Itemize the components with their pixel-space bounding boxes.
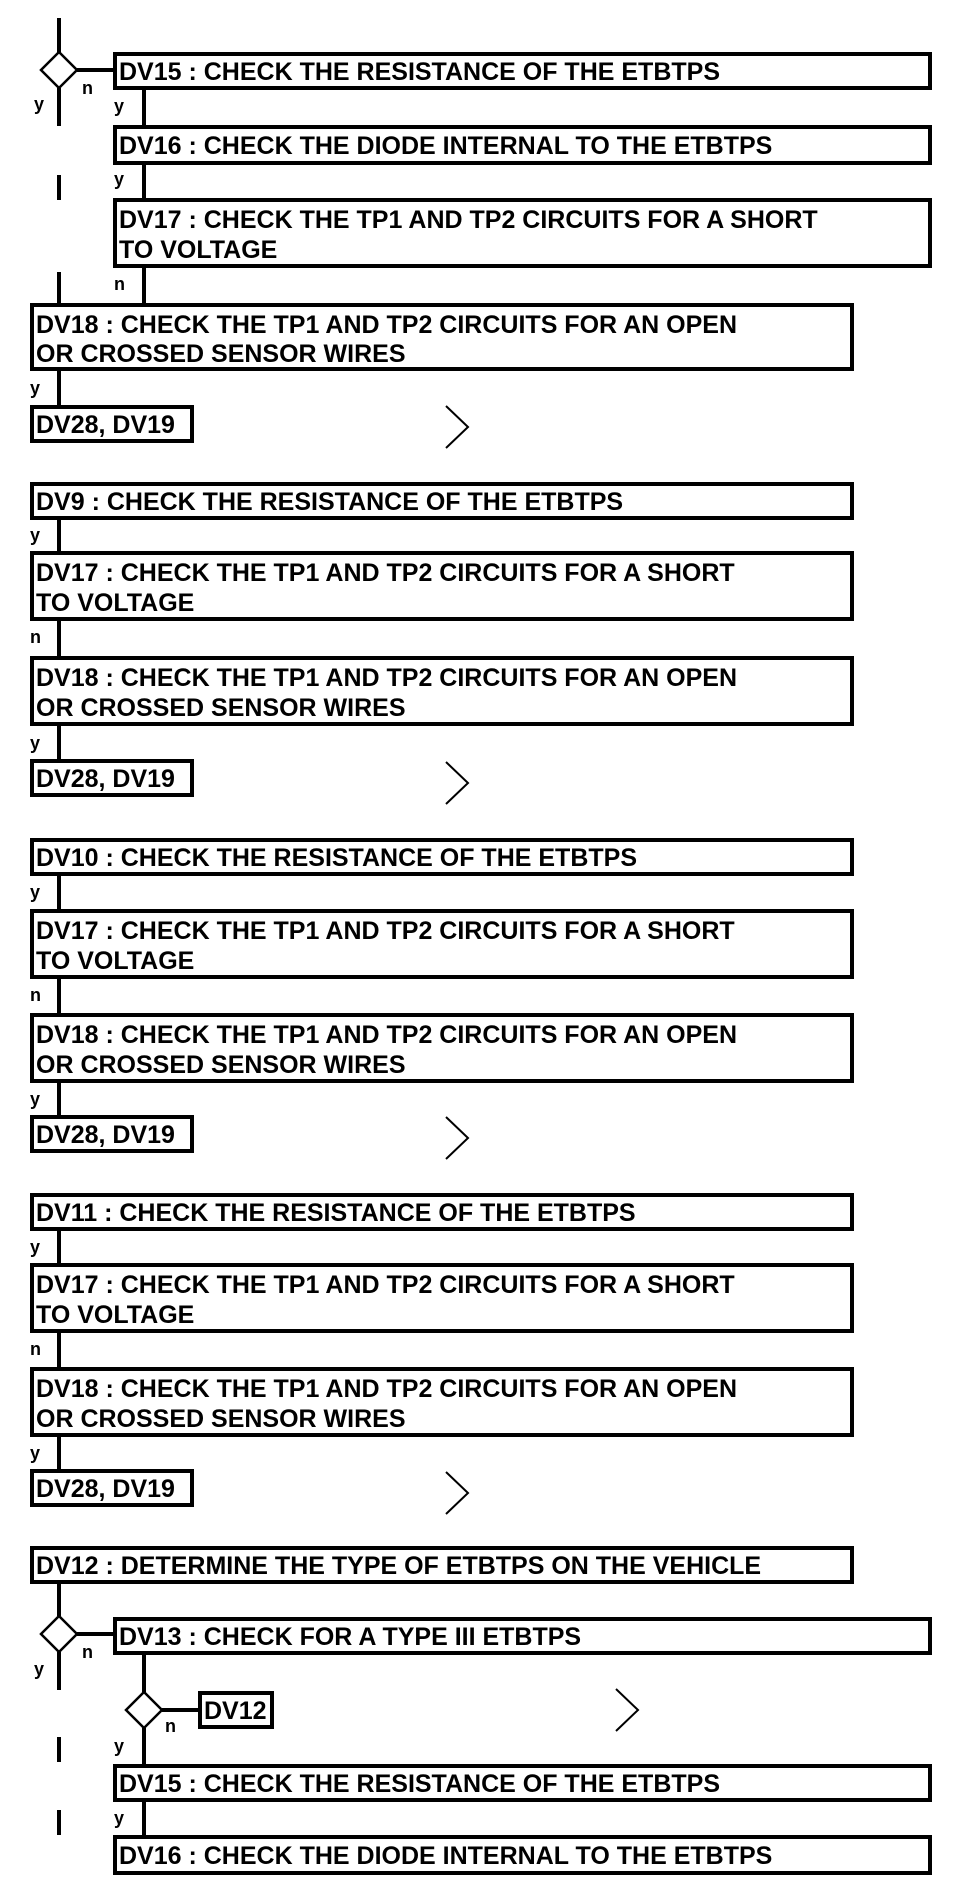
chevron-right-icon xyxy=(445,405,470,449)
step-dv17-text-line2: TO VOLTAGE xyxy=(119,236,277,264)
step-dv17-text-line1: DV17 : CHECK THE TP1 AND TP2 CIRCUITS FO… xyxy=(36,559,735,587)
step-dv18-text-line1: DV18 : CHECK THE TP1 AND TP2 CIRCUITS FO… xyxy=(36,1021,737,1049)
no-label: n xyxy=(30,627,41,647)
yes-label: y xyxy=(30,1089,40,1109)
next-steps-box xyxy=(30,405,194,443)
next-steps-box xyxy=(30,759,194,797)
diamond-icon xyxy=(124,1690,164,1730)
step-dv18-text-line1: DV18 : CHECK THE TP1 AND TP2 CIRCUITS FO… xyxy=(36,664,737,692)
yes-label: y xyxy=(30,378,40,398)
diamond-icon xyxy=(39,1614,79,1654)
step-dv18-text-line2: OR CROSSED SENSOR WIRES xyxy=(36,1405,406,1433)
step-dv10-text: DV10 : CHECK THE RESISTANCE OF THE ETBTP… xyxy=(36,844,637,872)
next-steps-box xyxy=(30,1469,194,1507)
chevron-right-icon xyxy=(445,1471,470,1515)
yes-label: y xyxy=(30,1237,40,1257)
no-label: n xyxy=(165,1716,176,1736)
no-label: n xyxy=(82,1642,93,1662)
no-label: n xyxy=(30,985,41,1005)
yes-label: y xyxy=(114,1736,124,1756)
yes-label: y xyxy=(114,96,124,116)
step-dv17-text-line2: TO VOLTAGE xyxy=(36,589,194,617)
step-box-dv18 xyxy=(30,656,854,726)
step-box-dv17 xyxy=(113,198,932,268)
next-steps-box xyxy=(30,1115,194,1153)
diamond-icon xyxy=(39,50,79,90)
next-steps-text: DV28, DV19 xyxy=(36,1121,175,1149)
step-dv17-text-line2: TO VOLTAGE xyxy=(36,1301,194,1329)
step-dv12-text: DV12 : DETERMINE THE TYPE OF ETBTPS ON T… xyxy=(36,1552,761,1580)
step-dv17-text-line1: DV17 : CHECK THE TP1 AND TP2 CIRCUITS FO… xyxy=(119,206,818,234)
yes-label: y xyxy=(30,1443,40,1463)
step-dv18-text-line2: OR CROSSED SENSOR WIRES xyxy=(36,340,406,368)
step-box-dv16 xyxy=(113,1835,932,1875)
step-box-dv10 xyxy=(30,838,854,876)
next-steps-text: DV28, DV19 xyxy=(36,1475,175,1503)
step-box-dv15 xyxy=(113,1764,932,1802)
step-box-dv18 xyxy=(30,1367,854,1437)
next-steps-text: DV28, DV19 xyxy=(36,765,175,793)
step-box-dv18 xyxy=(30,303,854,371)
step-dv17-text-line1: DV17 : CHECK THE TP1 AND TP2 CIRCUITS FO… xyxy=(36,1271,735,1299)
ref-dv12-text: DV12 xyxy=(204,1697,267,1725)
no-label: n xyxy=(82,78,93,98)
yes-label: y xyxy=(34,94,44,114)
step-box-dv13 xyxy=(113,1617,932,1655)
step-dv15-text: DV15 : CHECK THE RESISTANCE OF THE ETBTP… xyxy=(119,1770,720,1798)
yes-label: y xyxy=(30,882,40,902)
chevron-right-icon xyxy=(445,761,470,805)
chevron-right-icon xyxy=(445,1116,470,1160)
yes-label: y xyxy=(30,525,40,545)
step-dv17-text-line1: DV17 : CHECK THE TP1 AND TP2 CIRCUITS FO… xyxy=(36,917,735,945)
step-box-dv17 xyxy=(30,1263,854,1333)
step-dv17-text-line2: TO VOLTAGE xyxy=(36,947,194,975)
step-box-dv18 xyxy=(30,1013,854,1083)
step-box-dv11 xyxy=(30,1193,854,1231)
step-box-dv17 xyxy=(30,909,854,979)
yes-label: y xyxy=(114,1808,124,1828)
step-dv11-text: DV11 : CHECK THE RESISTANCE OF THE ETBTP… xyxy=(36,1199,636,1227)
chevron-right-icon xyxy=(615,1688,640,1732)
step-dv18-text-line1: DV18 : CHECK THE TP1 AND TP2 CIRCUITS FO… xyxy=(36,311,737,339)
step-box-dv12 xyxy=(30,1546,854,1584)
step-dv15-text: DV15 : CHECK THE RESISTANCE OF THE ETBTP… xyxy=(119,58,720,86)
step-dv16-text: DV16 : CHECK THE DIODE INTERNAL TO THE E… xyxy=(119,132,772,160)
next-steps-text: DV28, DV19 xyxy=(36,411,175,439)
step-box-dv17 xyxy=(30,551,854,621)
step-dv13-text: DV13 : CHECK FOR A TYPE III ETBTPS xyxy=(119,1623,581,1651)
step-box-dv9 xyxy=(30,482,854,520)
ref-box-dv12 xyxy=(198,1691,274,1729)
step-dv18-text-line2: OR CROSSED SENSOR WIRES xyxy=(36,1051,406,1079)
step-dv9-text: DV9 : CHECK THE RESISTANCE OF THE ETBTPS xyxy=(36,488,623,516)
yes-label: y xyxy=(30,733,40,753)
yes-label: y xyxy=(34,1659,44,1679)
no-label: n xyxy=(30,1339,41,1359)
step-box-dv15 xyxy=(113,52,932,90)
step-dv18-text-line1: DV18 : CHECK THE TP1 AND TP2 CIRCUITS FO… xyxy=(36,1375,737,1403)
no-label: n xyxy=(114,274,125,294)
step-dv18-text-line2: OR CROSSED SENSOR WIRES xyxy=(36,694,406,722)
step-dv16-text: DV16 : CHECK THE DIODE INTERNAL TO THE E… xyxy=(119,1842,772,1870)
step-box-dv16 xyxy=(113,125,932,165)
yes-label: y xyxy=(114,169,124,189)
